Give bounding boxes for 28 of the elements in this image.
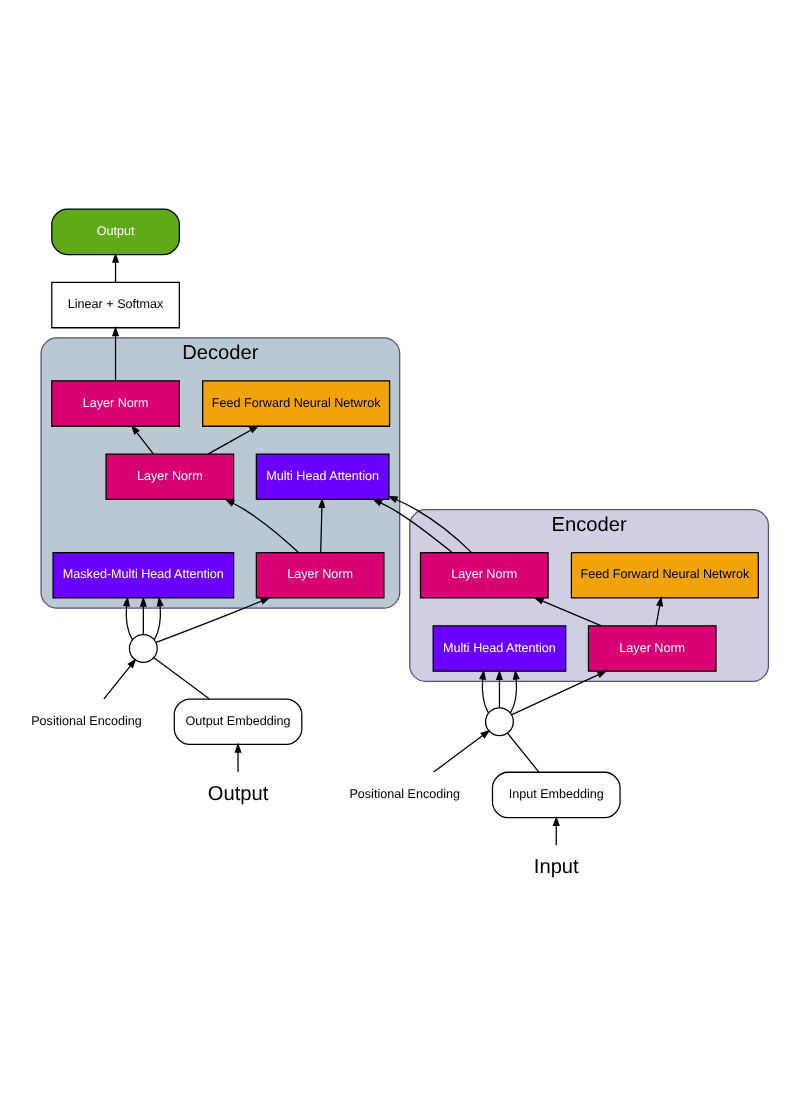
arrow [234,742,242,773]
arrow [112,252,120,283]
arrow [552,815,560,846]
connector [506,732,540,773]
arrow [511,670,608,716]
connector [153,657,210,700]
arrow [224,498,299,553]
node-circle [128,634,158,663]
node-text: Input [533,857,579,880]
arrow [655,596,664,627]
arrow [130,424,154,455]
arrow [122,596,133,641]
arrow [479,669,490,714]
arrow [433,729,491,773]
node-circle [484,707,514,737]
arrow [495,669,503,709]
arrow [103,658,137,700]
arrow [387,495,472,553]
arrow [139,596,147,636]
arrow [207,425,260,455]
arrow [372,498,453,554]
node-text: Output [207,783,269,806]
arrow [318,497,326,553]
arrow [155,597,271,644]
arrow [112,326,120,382]
arrow [509,669,520,714]
arrow [153,596,164,641]
arrow [533,597,602,627]
